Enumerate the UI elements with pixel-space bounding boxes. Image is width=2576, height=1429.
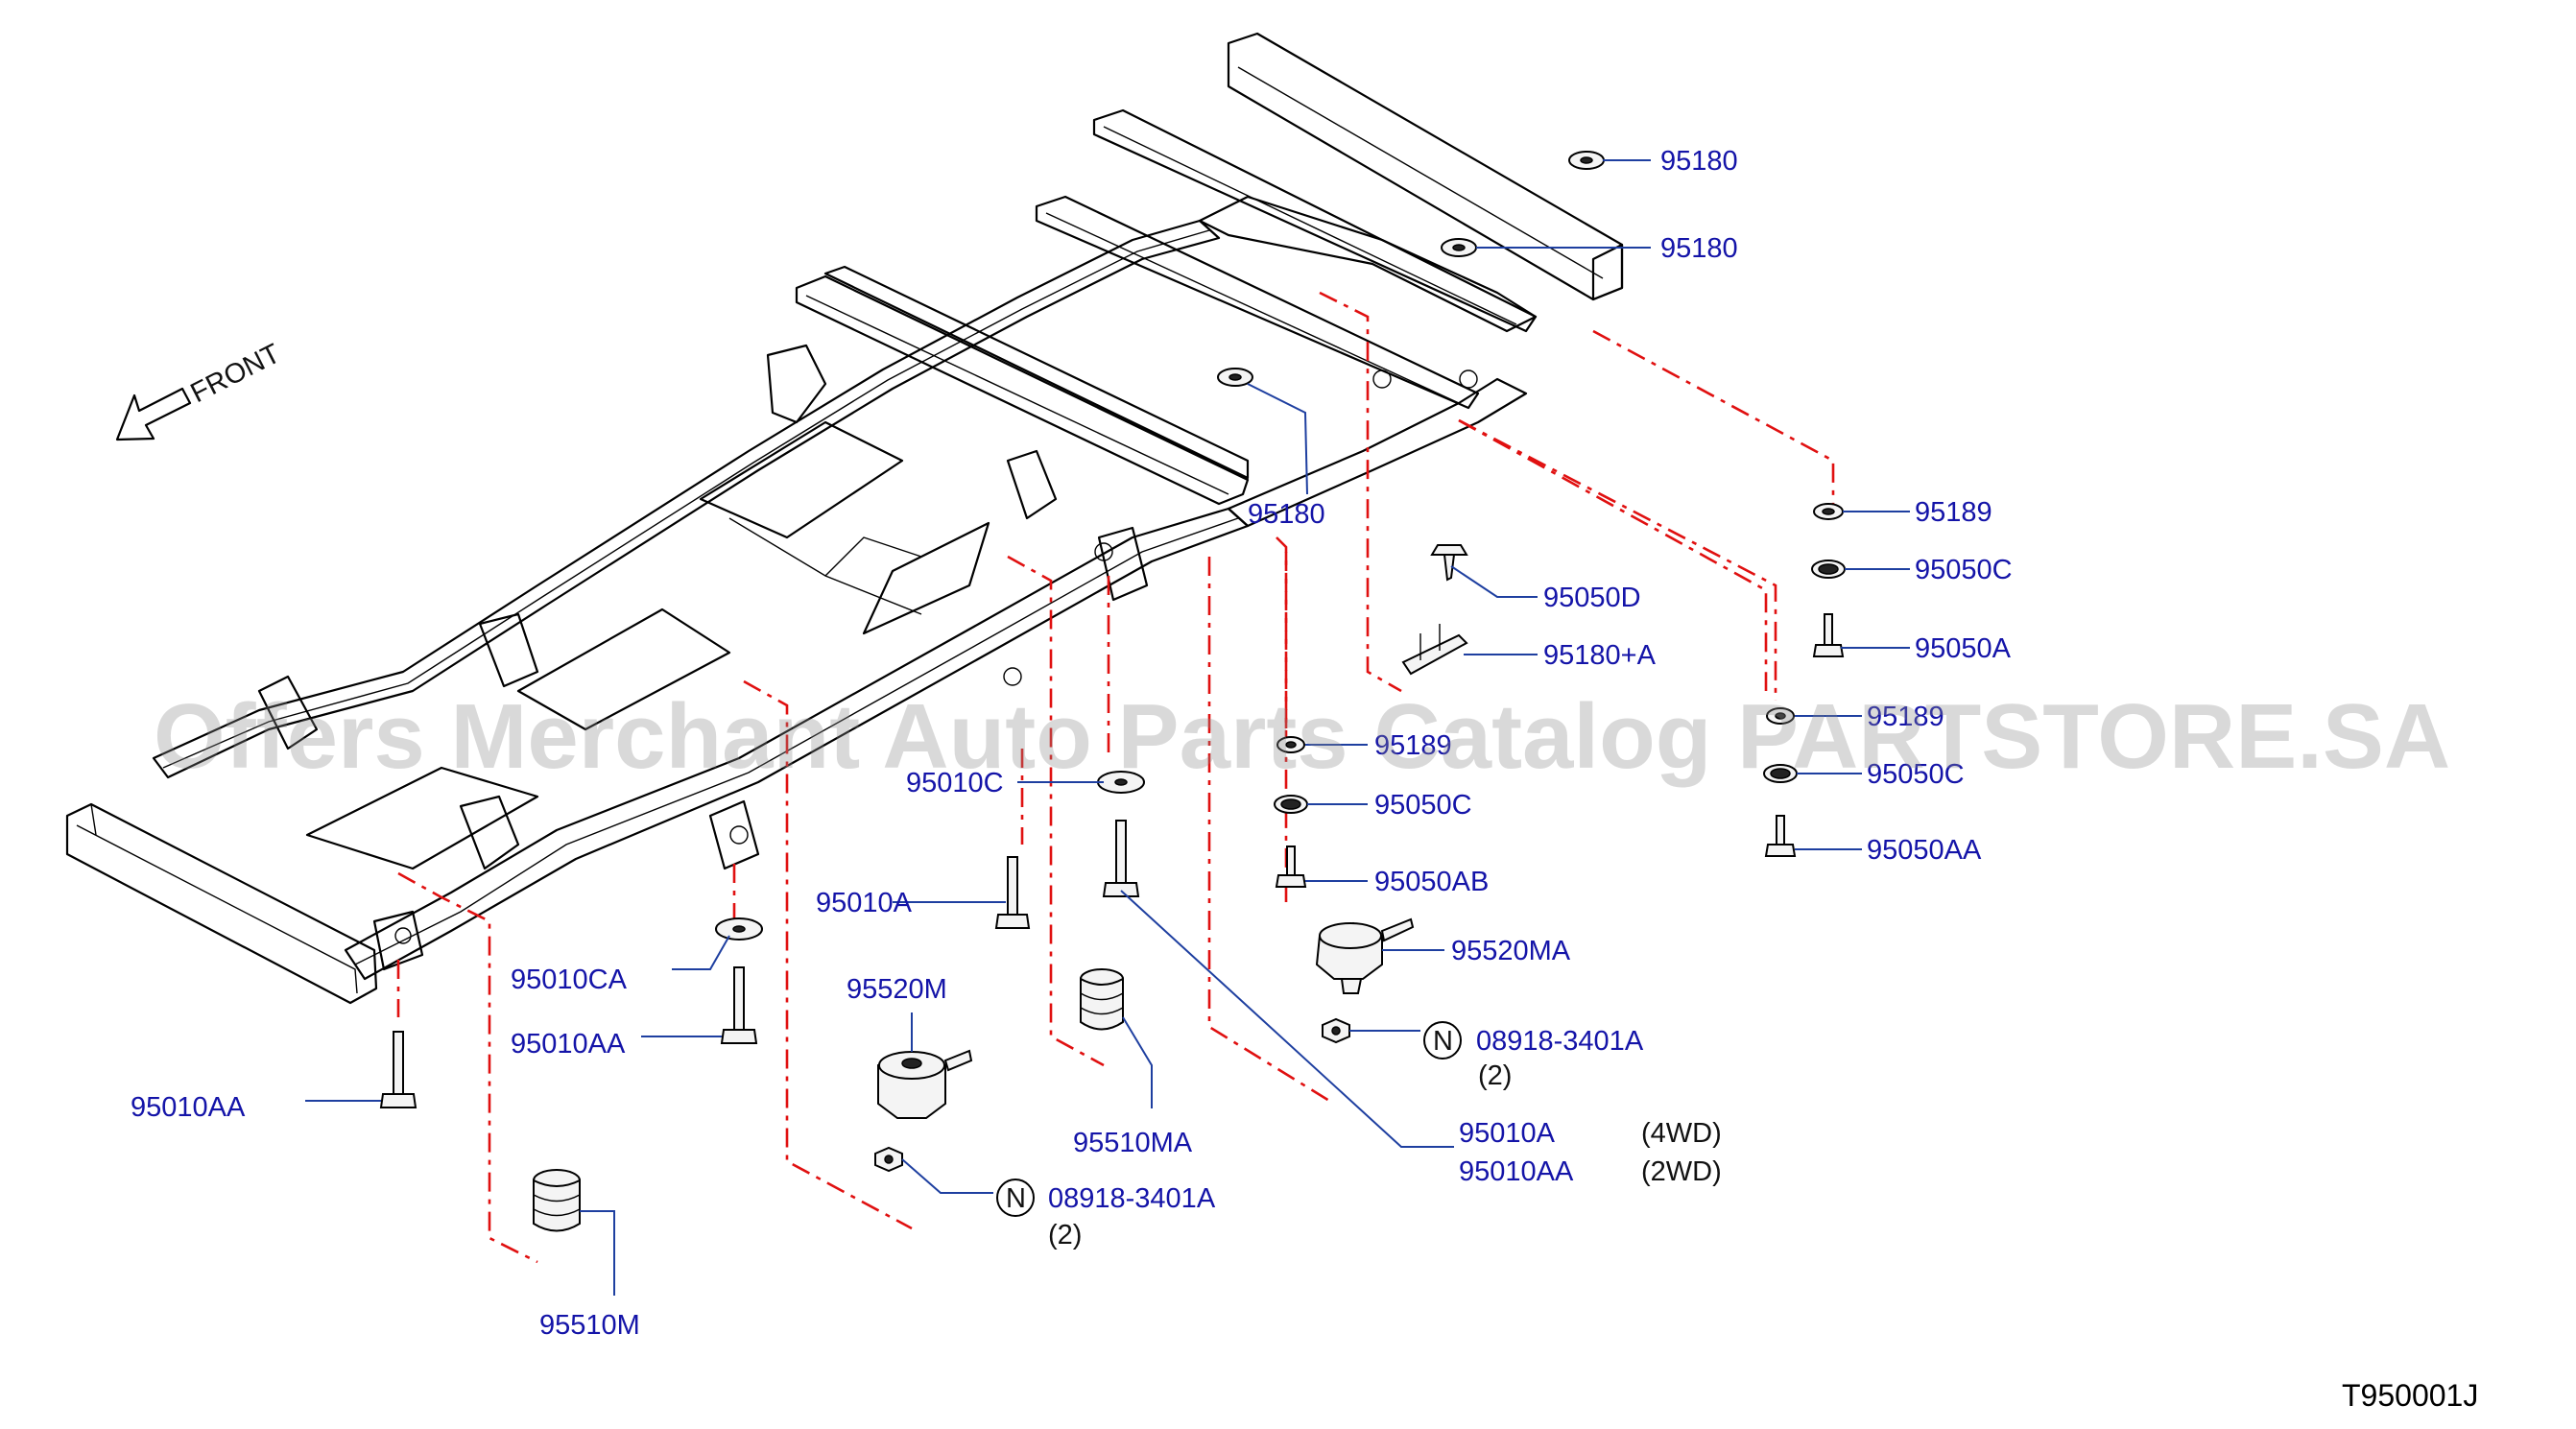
washer-95180-a: [1568, 151, 1605, 170]
bolt-95050a: [1812, 613, 1845, 657]
washer-95189-a: [1813, 503, 1844, 520]
label-95180a[interactable]: 95180+A: [1543, 640, 1657, 671]
label-nut-08918-3401a-a[interactable]: 08918-3401A: [1048, 1183, 1216, 1214]
svg-text:N: N: [1006, 1183, 1026, 1214]
body-mount-95520ma: [1315, 917, 1415, 994]
washer-95010c: [1097, 771, 1145, 794]
label-95050aa[interactable]: 95050AA: [1867, 835, 1982, 866]
washer-95180-c: [1217, 368, 1253, 387]
label-95510m[interactable]: 95510M: [539, 1310, 640, 1341]
bolt-95010a-a: [994, 856, 1031, 929]
n-symbol-b: N: [1423, 1021, 1462, 1060]
bolt-95010aa-a: [379, 1031, 417, 1108]
alignment-lines: [396, 291, 1835, 1264]
label-95010aa-a[interactable]: 95010AA: [131, 1092, 246, 1123]
label-95010a-a[interactable]: 95010A: [816, 888, 913, 918]
washer-95010ca: [715, 917, 763, 941]
part-labels: 95180 95180 95180 95189 95050C 95050A 95…: [131, 146, 2013, 1341]
label-nut-08918-3401a-b[interactable]: 08918-3401A: [1476, 1026, 1644, 1057]
label-note-2wd: (2WD): [1641, 1156, 1722, 1187]
leader-lines: [305, 159, 1910, 1296]
diagram-code: T950001J: [2342, 1378, 2478, 1413]
label-95050c-c[interactable]: 95050C: [1374, 790, 1472, 821]
bolt-95050aa: [1764, 815, 1797, 857]
cushion-95050c-a: [1811, 560, 1846, 579]
label-95180-b[interactable]: 95180: [1660, 233, 1738, 264]
label-95180-c[interactable]: 95180: [1248, 499, 1325, 530]
body-mount-95520m: [877, 1049, 973, 1119]
cushion-95050c-c: [1274, 795, 1308, 814]
label-95050c-a[interactable]: 95050C: [1915, 555, 2013, 585]
front-direction-indicator: FRONT: [115, 338, 286, 441]
rubber-95510m: [533, 1169, 581, 1232]
label-95050c-b[interactable]: 95050C: [1867, 759, 1965, 790]
label-95180-a[interactable]: 95180: [1660, 146, 1738, 177]
washer-95189-b: [1766, 707, 1795, 725]
watermark-text: Offers Merchant Auto Parts Catalog PARTS…: [154, 685, 2450, 788]
nut-08918-3401a-a: [874, 1146, 903, 1173]
vehicle-frame-drawing: [65, 32, 1624, 1005]
washer-95189-c: [1276, 736, 1305, 753]
screw-95050d: [1430, 544, 1468, 582]
label-95050d[interactable]: 95050D: [1543, 583, 1641, 613]
label-95189-a[interactable]: 95189: [1915, 497, 1992, 528]
label-95189-b[interactable]: 95189: [1867, 702, 1944, 732]
label-95010ca[interactable]: 95010CA: [511, 965, 628, 995]
parts-group: [379, 151, 1846, 1232]
svg-text:N: N: [1433, 1026, 1453, 1057]
bolt-95050ab: [1275, 845, 1307, 888]
label-95050ab[interactable]: 95050AB: [1374, 867, 1489, 897]
label-95010a-b[interactable]: 95010A: [1459, 1118, 1556, 1149]
label-qty-a: (2): [1048, 1220, 1082, 1250]
label-qty-b: (2): [1478, 1060, 1512, 1091]
nut-08918-3401a-b: [1322, 1017, 1350, 1044]
label-95050a[interactable]: 95050A: [1915, 633, 2012, 664]
bracket-95180a: [1401, 624, 1468, 676]
label-95520m[interactable]: 95520M: [847, 974, 947, 1005]
label-95010aa-c[interactable]: 95010AA: [1459, 1156, 1574, 1187]
bolt-95010a-b: [1102, 820, 1140, 897]
label-95189-c[interactable]: 95189: [1374, 730, 1452, 761]
label-95010aa-b[interactable]: 95010AA: [511, 1029, 626, 1060]
label-95520ma[interactable]: 95520MA: [1451, 936, 1571, 966]
rubber-95510ma: [1080, 968, 1124, 1031]
label-note-4wd: (4WD): [1641, 1118, 1722, 1149]
label-95510ma[interactable]: 95510MA: [1073, 1128, 1193, 1158]
front-label: FRONT: [186, 338, 286, 409]
bolt-95010aa-b: [720, 966, 758, 1044]
n-symbol-a: N: [996, 1179, 1035, 1217]
front-arrow-icon: [115, 387, 192, 441]
washer-95180-b: [1441, 238, 1477, 257]
label-95010c[interactable]: 95010C: [906, 768, 1004, 798]
